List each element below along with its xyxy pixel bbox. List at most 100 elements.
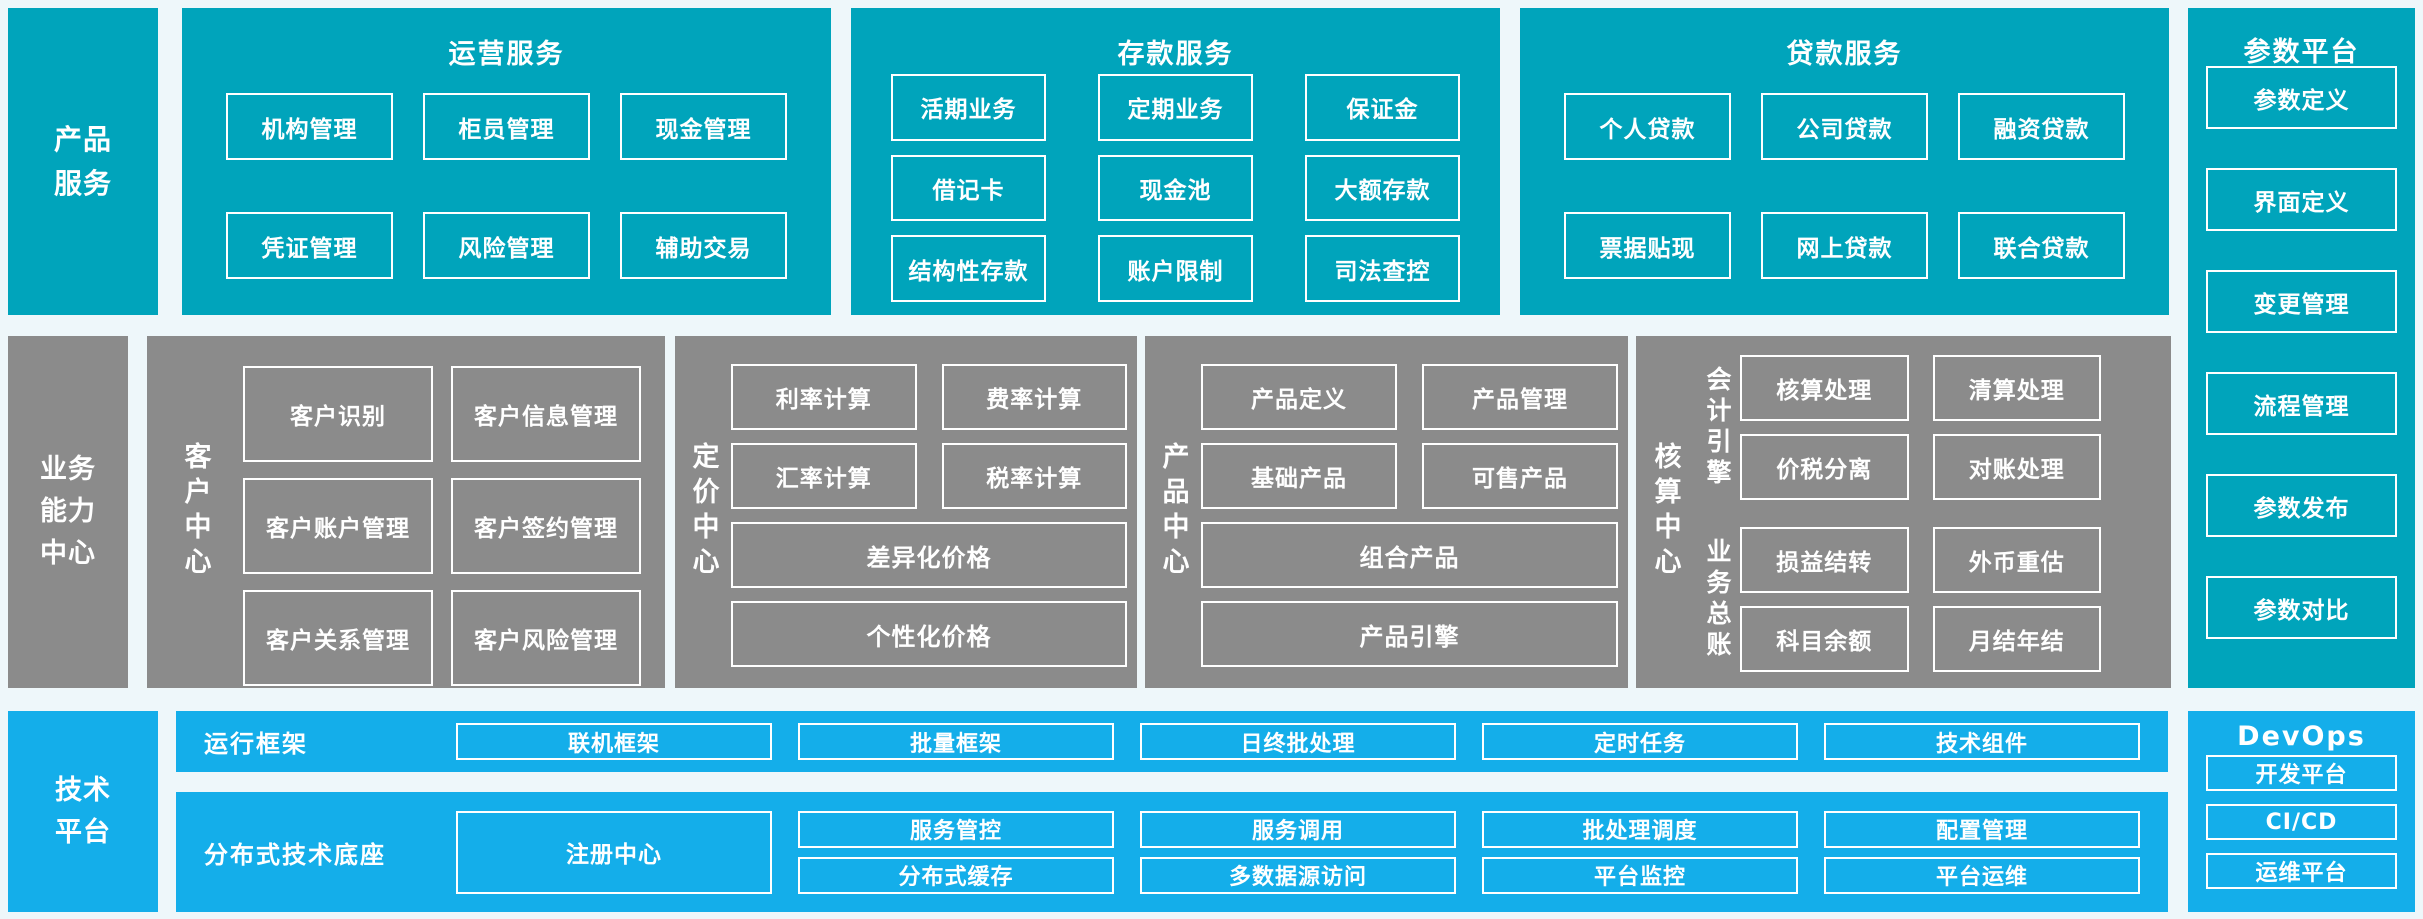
column-title: DevOps (2237, 721, 2366, 752)
capability-box: 客户识别 (243, 366, 433, 462)
devops-box: 开发平台 (2206, 755, 2397, 791)
service-box: 现金池 (1098, 154, 1253, 222)
parameter-platform-column: 参数平台 参数定义 界面定义 变更管理 流程管理 参数发布 参数对比 (2188, 8, 2415, 688)
service-box: 司法查控 (1305, 235, 1460, 302)
capability-box: 客户关系管理 (243, 590, 433, 686)
service-box: 保证金 (1305, 74, 1460, 141)
tech-box: 定时任务 (1482, 723, 1798, 760)
devops-items: 开发平台 CI/CD 运维平台 (2206, 755, 2397, 889)
operations-grid: 机构管理 柜员管理 现金管理 凭证管理 风险管理 辅助交易 (226, 93, 787, 279)
capability-box: 客户账户管理 (243, 478, 433, 574)
deposit-grid: 活期业务 定期业务 保证金 借记卡 现金池 大额存款 结构性存款 账户限制 司法… (891, 74, 1460, 302)
service-box: 柜员管理 (423, 93, 590, 160)
service-box: 现金管理 (620, 93, 787, 160)
tech-box: 日终批处理 (1140, 723, 1456, 760)
vertical-label: 产品中心 (1157, 442, 1189, 582)
capability-box: 产品管理 (1422, 364, 1618, 430)
distributed-base-bar: 分布式技术底座 注册中心 服务管控 服务调用 批处理调度 配置管理 分布式缓存 … (176, 792, 2168, 912)
loan-grid: 个人贷款 公司贷款 融资贷款 票据贴现 网上贷款 联合贷款 (1564, 93, 2125, 279)
capability-box: 基础产品 (1201, 443, 1397, 509)
parameter-box: 参数发布 (2206, 474, 2397, 537)
customer-grid: 客户识别 客户信息管理 客户账户管理 客户签约管理 客户关系管理 客户风险管理 (243, 336, 665, 688)
capability-box: 价税分离 (1740, 434, 1909, 500)
devops-column: DevOps 开发平台 CI/CD 运维平台 (2188, 711, 2415, 912)
product-center-section: 产品中心 产品定义 产品管理 基础产品 可售产品 组合产品 产品引擎 (1145, 336, 1628, 688)
capability-box: 汇率计算 (731, 443, 917, 509)
vertical-label: 客户中心 (179, 442, 211, 582)
loan-services-section: 贷款服务 个人贷款 公司贷款 融资贷款 票据贴现 网上贷款 联合贷款 (1520, 8, 2169, 315)
service-box: 结构性存款 (891, 235, 1046, 302)
capability-box-wide: 组合产品 (1201, 522, 1618, 588)
tech-box: 批处理调度 (1482, 810, 1798, 848)
capability-box: 损益结转 (1740, 527, 1909, 593)
accounting-center-section: 核算中心 会计引擎 核算处理 清算处理 价税分离 对账处理 业务总账 损益结转 … (1636, 336, 2171, 688)
service-box: 个人贷款 (1564, 93, 1731, 160)
deposit-services-section: 存款服务 活期业务 定期业务 保证金 借记卡 现金池 大额存款 结构性存款 账户… (851, 8, 1500, 315)
product-grid: 产品定义 产品管理 基础产品 可售产品 组合产品 产品引擎 (1201, 336, 1628, 688)
business-ledger-grid: 损益结转 外币重估 科目余额 月结年结 (1740, 527, 2101, 672)
business-ledger-group: 业务总账 损益结转 外币重估 科目余额 月结年结 (1694, 527, 2101, 672)
capability-box: 客户签约管理 (451, 478, 641, 574)
service-box: 网上贷款 (1761, 212, 1928, 279)
parameter-box: 流程管理 (2206, 372, 2397, 435)
business-capability-sidebar: 业务 能力 中心 (8, 336, 128, 688)
parameter-box: 参数定义 (2206, 66, 2397, 129)
accounting-engine-group: 会计引擎 核算处理 清算处理 价税分离 对账处理 (1694, 355, 2101, 500)
tech-box: 技术组件 (1824, 723, 2140, 760)
capability-box: 可售产品 (1422, 443, 1618, 509)
customer-center-section: 客户中心 客户识别 客户信息管理 客户账户管理 客户签约管理 客户关系管理 客户… (147, 336, 665, 688)
capability-box: 科目余额 (1740, 606, 1909, 672)
capability-box-wide: 差异化价格 (731, 522, 1127, 588)
capability-box-wide: 产品引擎 (1201, 601, 1618, 667)
section-title: 贷款服务 (1786, 39, 1903, 70)
capability-box: 外币重估 (1932, 527, 2101, 593)
pricing-grid: 利率计算 费率计算 汇率计算 税率计算 差异化价格 个性化价格 (731, 336, 1137, 688)
bar-label: 分布式技术底座 (204, 840, 386, 869)
capability-box-wide: 个性化价格 (731, 601, 1127, 667)
parameter-items: 参数定义 界面定义 变更管理 流程管理 参数发布 参数对比 (2206, 66, 2397, 639)
service-box: 票据贴现 (1564, 212, 1731, 279)
tech-box: 分布式缓存 (798, 856, 1114, 894)
pricing-center-section: 定价中心 利率计算 费率计算 汇率计算 税率计算 差异化价格 个性化价格 (675, 336, 1137, 688)
capability-box: 产品定义 (1201, 364, 1397, 430)
runtime-framework-bar: 运行框架 联机框架 批量框架 日终批处理 定时任务 技术组件 (176, 711, 2168, 772)
service-box: 凭证管理 (226, 212, 393, 279)
parameter-box: 参数对比 (2206, 576, 2397, 639)
group-vertical-label: 会计引擎 (1703, 365, 1732, 490)
capability-box: 客户信息管理 (451, 366, 641, 462)
tech-box: 服务调用 (1140, 810, 1456, 848)
accounting-engine-grid: 核算处理 清算处理 价税分离 对账处理 (1740, 355, 2101, 500)
operations-services-section: 运营服务 机构管理 柜员管理 现金管理 凭证管理 风险管理 辅助交易 (182, 8, 831, 315)
capability-box: 对账处理 (1932, 434, 2101, 500)
service-box: 公司贷款 (1761, 93, 1928, 160)
tech-box: 多数据源访问 (1140, 856, 1456, 894)
service-box: 风险管理 (423, 212, 590, 279)
devops-box: 运维平台 (2206, 853, 2397, 889)
section-title: 运营服务 (448, 39, 565, 70)
capability-box: 月结年结 (1932, 606, 2101, 672)
tech-box: 批量框架 (798, 723, 1114, 760)
capability-box: 税率计算 (941, 443, 1127, 509)
vertical-label: 核算中心 (1649, 442, 1681, 582)
group-vertical-label: 业务总账 (1703, 537, 1732, 662)
service-box: 账户限制 (1098, 235, 1253, 302)
tech-box: 配置管理 (1824, 810, 2140, 848)
section-title: 存款服务 (1117, 39, 1234, 70)
column-title: 参数平台 (2243, 37, 2360, 68)
capability-box: 清算处理 (1932, 355, 2101, 421)
service-box: 融资贷款 (1958, 93, 2125, 160)
registry-center-box: 注册中心 (456, 810, 772, 894)
service-box: 辅助交易 (620, 212, 787, 279)
service-box: 定期业务 (1098, 74, 1253, 141)
tech-box: 联机框架 (456, 723, 772, 760)
distributed-base-grid: 服务管控 服务调用 批处理调度 配置管理 分布式缓存 多数据源访问 平台监控 平… (798, 810, 2140, 894)
capability-box: 费率计算 (941, 364, 1127, 430)
tech-box: 平台监控 (1482, 856, 1798, 894)
capability-box: 核算处理 (1740, 355, 1909, 421)
capability-box: 客户风险管理 (451, 590, 641, 686)
service-box: 联合贷款 (1958, 212, 2125, 279)
parameter-box: 界面定义 (2206, 168, 2397, 231)
parameter-box: 变更管理 (2206, 270, 2397, 333)
capability-box: 利率计算 (731, 364, 917, 430)
